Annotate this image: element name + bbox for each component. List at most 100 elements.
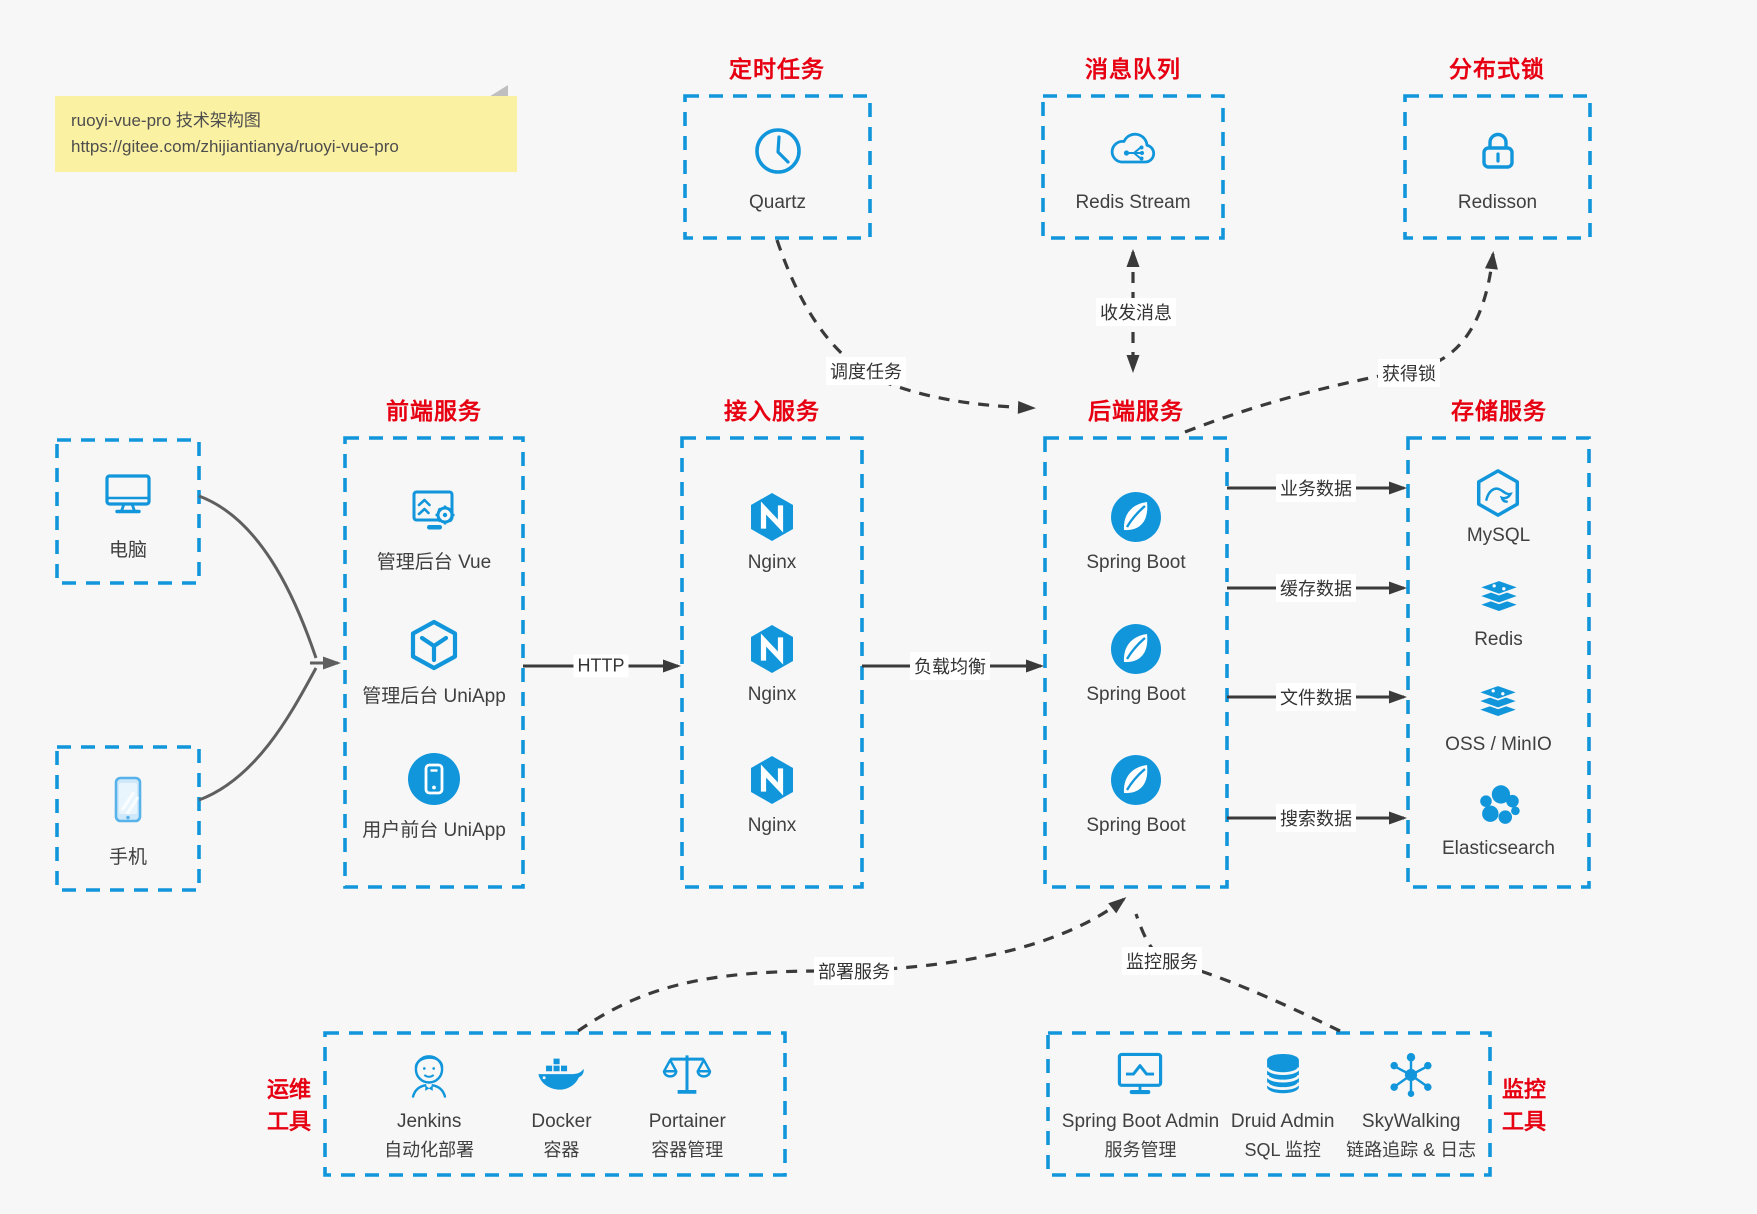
box-gateway xyxy=(680,436,864,889)
jenkins-butler-icon xyxy=(400,1046,458,1104)
list-item: Jenkins 自动化部署 xyxy=(384,1046,474,1163)
list-item: Spring Boot xyxy=(1086,752,1186,837)
item-desc-druid: SQL 监控 xyxy=(1244,1140,1321,1161)
list-item: Nginx xyxy=(744,752,800,837)
item-name-docker: Docker xyxy=(531,1110,592,1132)
group-gateway: Nginx Nginx Nginx xyxy=(684,442,860,884)
group-title-devops-line2: 工具 xyxy=(266,1108,311,1134)
group-title-monitoring: 监控 工具 xyxy=(1494,1074,1554,1138)
item-label-quartz: Quartz xyxy=(748,192,807,213)
edge-label-file-data: 文件数据 xyxy=(1276,683,1356,711)
padlock-icon xyxy=(1469,122,1527,180)
group-mq: Redis Stream xyxy=(1045,100,1221,236)
box-lock xyxy=(1403,94,1592,240)
item-label-nginx: Nginx xyxy=(747,815,797,837)
redis-stack-icon xyxy=(1472,570,1526,624)
nginx-hexagon-icon xyxy=(744,621,800,677)
list-item: Portainer 容器管理 xyxy=(649,1046,726,1163)
group-title-backend: 后端服务 xyxy=(1088,398,1184,424)
spring-leaf-icon xyxy=(1108,752,1164,808)
box-mq xyxy=(1041,94,1225,240)
list-item: 管理后台 UniApp xyxy=(362,616,506,708)
item-desc-docker: 容器 xyxy=(543,1140,580,1161)
edge-label-acquire-lock: 获得锁 xyxy=(1378,359,1440,387)
list-item: Redis xyxy=(1472,570,1526,651)
item-label-admin-vue: 管理后台 Vue xyxy=(376,552,492,573)
cloud-message-icon xyxy=(1104,122,1162,180)
list-item: Spring Boot xyxy=(1086,489,1186,574)
sticky-note: ruoyi-vue-pro 技术架构图 https://gitee.com/zh… xyxy=(55,96,517,172)
nginx-hexagon-icon xyxy=(744,752,800,808)
spring-leaf-icon xyxy=(1108,489,1164,545)
box-devops xyxy=(323,1031,787,1177)
item-desc-sba: 服务管理 xyxy=(1104,1140,1177,1161)
list-item: OSS / MinIO xyxy=(1445,675,1552,756)
item-label-user-uniapp: 用户前台 UniApp xyxy=(362,820,506,841)
edge-label-send-receive-message: 收发消息 xyxy=(1096,298,1176,326)
group-monitoring: Spring Boot Admin 服务管理 Druid Admin SQL 监… xyxy=(1050,1037,1488,1171)
group-title-mq: 消息队列 xyxy=(1085,56,1181,82)
mysql-hexagon-icon xyxy=(1471,466,1525,520)
item-name-druid: Druid Admin xyxy=(1230,1110,1335,1132)
item-label-elasticsearch: Elasticsearch xyxy=(1442,838,1555,860)
item-desc-portainer: 容器管理 xyxy=(651,1140,724,1161)
item-name-sba: Spring Boot Admin xyxy=(1061,1110,1220,1132)
group-scheduled: Quartz xyxy=(687,100,868,236)
box-monitoring xyxy=(1046,1031,1492,1177)
nginx-hexagon-icon xyxy=(744,489,800,545)
edge-label-deploy-service: 部署服务 xyxy=(814,957,894,985)
monitor-chart-icon xyxy=(1111,1046,1169,1104)
elastic-cluster-icon xyxy=(1472,779,1526,833)
docker-whale-icon xyxy=(532,1046,590,1104)
admin-screen-gear-icon xyxy=(406,484,462,540)
cube-icon xyxy=(405,616,463,674)
edge-label-load-balance: 负载均衡 xyxy=(910,652,990,680)
item-label-oss-minio: OSS / MinIO xyxy=(1445,733,1552,755)
smartphone-icon xyxy=(98,770,158,830)
group-title-gateway: 接入服务 xyxy=(724,398,820,424)
item-name-skywalking: SkyWalking xyxy=(1361,1110,1461,1132)
list-item: Nginx xyxy=(744,621,800,706)
item-label-nginx: Nginx xyxy=(747,683,797,705)
list-item: SkyWalking 链路追踪 & 日志 xyxy=(1346,1046,1476,1163)
box-storage xyxy=(1406,436,1591,889)
list-item: 用户前台 UniApp xyxy=(362,750,506,842)
edge-label-search-data: 搜索数据 xyxy=(1276,804,1356,832)
note-link: https://gitee.com/zhijiantianya/ruoyi-vu… xyxy=(71,137,399,157)
list-item: Druid Admin SQL 监控 xyxy=(1230,1046,1335,1163)
box-scheduled xyxy=(683,94,872,240)
item-label-admin-uniapp: 管理后台 UniApp xyxy=(362,686,506,707)
client-label-pc: 电脑 xyxy=(108,539,147,561)
client-label-mobile: 手机 xyxy=(108,846,147,868)
list-item: 管理后台 Vue xyxy=(377,484,491,574)
client-pc: 电脑 xyxy=(59,444,197,580)
edge-mobile-frontend xyxy=(198,667,318,802)
group-title-monitoring-line2: 工具 xyxy=(1501,1108,1546,1134)
group-title-frontend: 前端服务 xyxy=(386,398,482,424)
redis-stack-icon xyxy=(1471,675,1525,729)
item-name-portainer: Portainer xyxy=(648,1110,726,1132)
edge-label-cache-data: 缓存数据 xyxy=(1276,574,1356,602)
item-name-jenkins: Jenkins xyxy=(396,1110,462,1132)
spring-leaf-icon xyxy=(1108,621,1164,677)
edge-pc-frontend xyxy=(198,494,318,659)
note-title: ruoyi-vue-pro 技术架构图 xyxy=(71,111,261,130)
client-mobile: 手机 xyxy=(59,751,197,887)
node-network-icon xyxy=(1382,1046,1440,1104)
item-label-redis-stream: Redis Stream xyxy=(1075,192,1191,213)
list-item: Spring Boot Admin 服务管理 xyxy=(1062,1046,1219,1163)
group-devops: Jenkins 自动化部署 Docker 容器 Portainer 容器管理 xyxy=(327,1037,783,1171)
phone-circle-icon xyxy=(405,750,463,808)
edge-label-monitor-service: 监控服务 xyxy=(1122,947,1202,975)
item-label-nginx: Nginx xyxy=(747,551,797,573)
item-label-spring-boot: Spring Boot xyxy=(1086,815,1186,837)
list-item: Spring Boot xyxy=(1086,621,1186,706)
item-label-mysql: MySQL xyxy=(1466,524,1531,546)
group-lock: Redisson xyxy=(1407,100,1588,236)
group-title-storage: 存储服务 xyxy=(1451,398,1547,424)
item-label-redis: Redis xyxy=(1474,629,1523,651)
database-cylinder-icon xyxy=(1254,1046,1312,1104)
item-label-spring-boot: Spring Boot xyxy=(1086,551,1186,573)
group-title-devops: 运维 工具 xyxy=(259,1074,319,1138)
